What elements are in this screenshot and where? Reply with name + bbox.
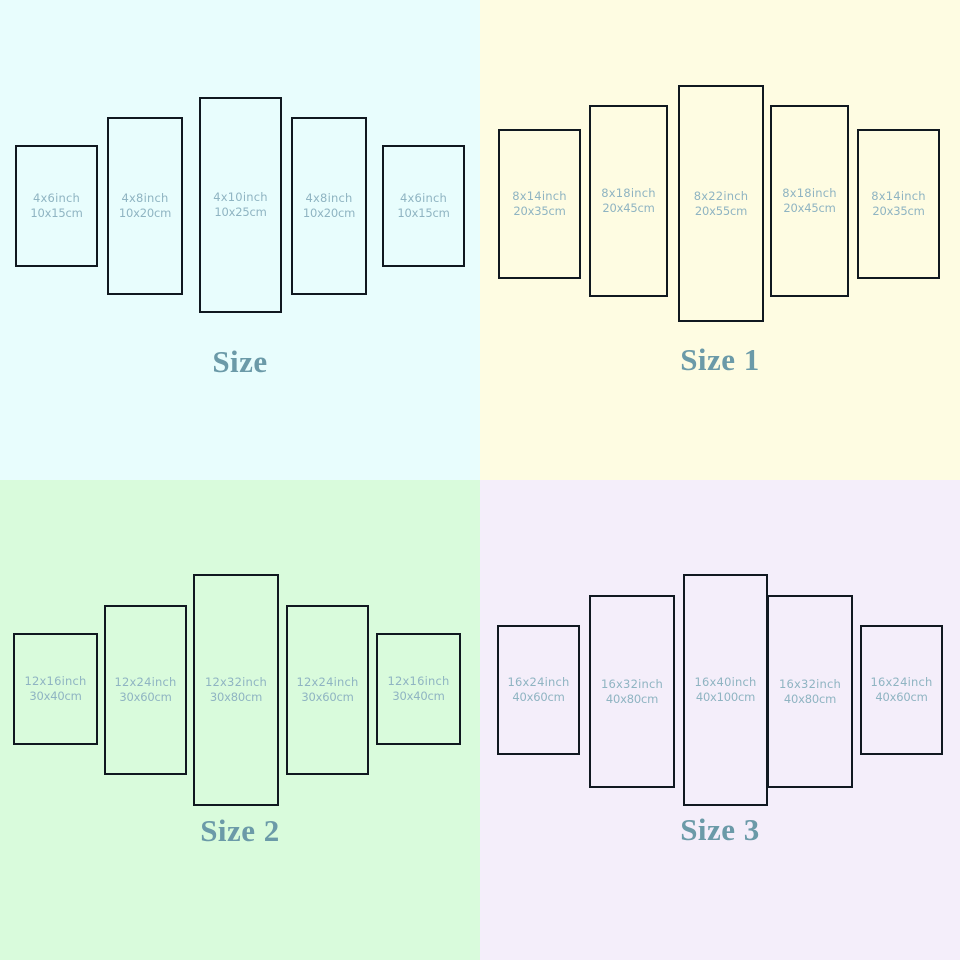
quadrant-title: Size 1 [680,342,760,377]
panel-size-inch: 12x24inch [114,675,177,689]
panel-size-cm: 10x15cm [397,206,450,220]
panel-size-cm: 20x55cm [694,203,748,218]
panel-size-cm: 10x20cm [302,206,356,220]
panel-size-inch: 16x32inch [779,676,841,691]
panel-size-cm: 30x60cm [301,690,354,704]
panel-size-inch: 8x18inch [601,186,656,200]
panel-size-cm: 10x20cm [118,206,172,220]
quadrant-title: Size [212,344,268,379]
panel-size-cm: 30x80cm [209,690,263,704]
panel-size-cm: 40x100cm [695,690,756,704]
panel-size-cm: 20x45cm [783,201,836,215]
quadrant-title: Size 2 [200,813,280,848]
quadrant-title: Size 3 [680,812,760,847]
panel-size-cm: 20x35cm [872,204,925,218]
panel-size-cm: 20x45cm [602,201,655,215]
panel-size-inch: 8x14inch [871,189,926,203]
panel-size-inch: 8x18inch [782,186,837,200]
panel-size-inch: 8x22inch [693,188,749,203]
panel-size-inch: 16x40inch [694,675,757,689]
panel-size-inch: 4x6inch [400,191,447,205]
panel-size-inch: 12x24inch [296,675,359,689]
panel-size-cm: 30x40cm [392,689,445,703]
panel-size-inch: 12x16inch [24,674,87,688]
panel-size-cm: 30x60cm [119,690,172,704]
panel-size-inch: 12x32inch [205,675,267,689]
panel-size-inch: 4x10inch [213,190,268,204]
panel-size-cm: 40x80cm [605,691,659,706]
panel-size-inch: 16x24inch [507,675,570,689]
panel-size-cm: 20x35cm [513,204,566,218]
panel-size-cm: 10x25cm [214,205,267,219]
panel-size-inch: 4x8inch [305,191,353,205]
panel-size-inch: 16x24inch [870,675,933,689]
panel-size-inch: 4x8inch [121,191,169,205]
panel-size-cm: 30x40cm [29,689,82,703]
panel-size-cm: 40x80cm [783,691,837,706]
panel-size-inch: 16x32inch [601,676,663,691]
panel-size-cm: 10x15cm [30,206,83,220]
panel-size-inch: 8x14inch [512,189,567,203]
panel-size-inch: 4x6inch [33,191,80,205]
panel-size-cm: 40x60cm [512,690,565,704]
panel-size-inch: 12x16inch [387,674,450,688]
panel-size-cm: 40x60cm [875,690,928,704]
